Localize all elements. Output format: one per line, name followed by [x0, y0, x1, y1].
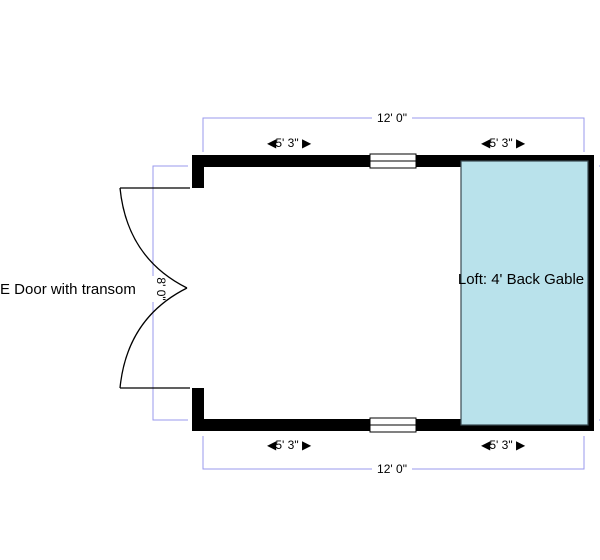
left-wall-lower: [192, 388, 204, 431]
bottom-window-icon: [369, 417, 417, 433]
arrow-left-icon: ◀: [267, 136, 277, 150]
bottom-overall-dimension: 12' 0": [377, 462, 407, 476]
arrow-left-icon: ◀: [481, 136, 491, 150]
door-label: E Door with transom: [0, 281, 136, 298]
top-window-icon: [369, 153, 417, 169]
loft-area: [460, 160, 589, 426]
arrow-right-icon: ▶: [302, 136, 312, 150]
top-dimension-line: [202, 117, 585, 152]
bottom-dimension-line: [202, 436, 585, 470]
left-dimension-line: [152, 165, 188, 421]
arrow-left-icon: ◀: [267, 438, 277, 452]
top-overall-dimension: 12' 0": [377, 111, 407, 125]
top-right-segment: ◀ 5' 3" ▶: [481, 136, 526, 150]
segment-label: 5' 3": [489, 438, 512, 452]
segment-label: 5' 3": [275, 136, 298, 150]
arrow-right-icon: ▶: [516, 438, 526, 452]
bottom-right-segment: ◀ 5' 3" ▶: [481, 438, 526, 452]
double-door-swing-icon: [119, 187, 190, 389]
arrow-right-icon: ▶: [302, 438, 312, 452]
segment-label: 5' 3": [489, 136, 512, 150]
left-height-dimension: 8' 0": [154, 277, 168, 300]
arrow-right-icon: ▶: [516, 136, 526, 150]
bottom-left-segment: ◀ 5' 3" ▶: [267, 438, 312, 452]
segment-label: 5' 3": [275, 438, 298, 452]
arrow-left-icon: ◀: [481, 438, 491, 452]
left-wall-upper: [192, 155, 204, 188]
top-left-segment: ◀ 5' 3" ▶: [267, 136, 312, 150]
loft-label: Loft: 4' Back Gable: [458, 271, 584, 288]
